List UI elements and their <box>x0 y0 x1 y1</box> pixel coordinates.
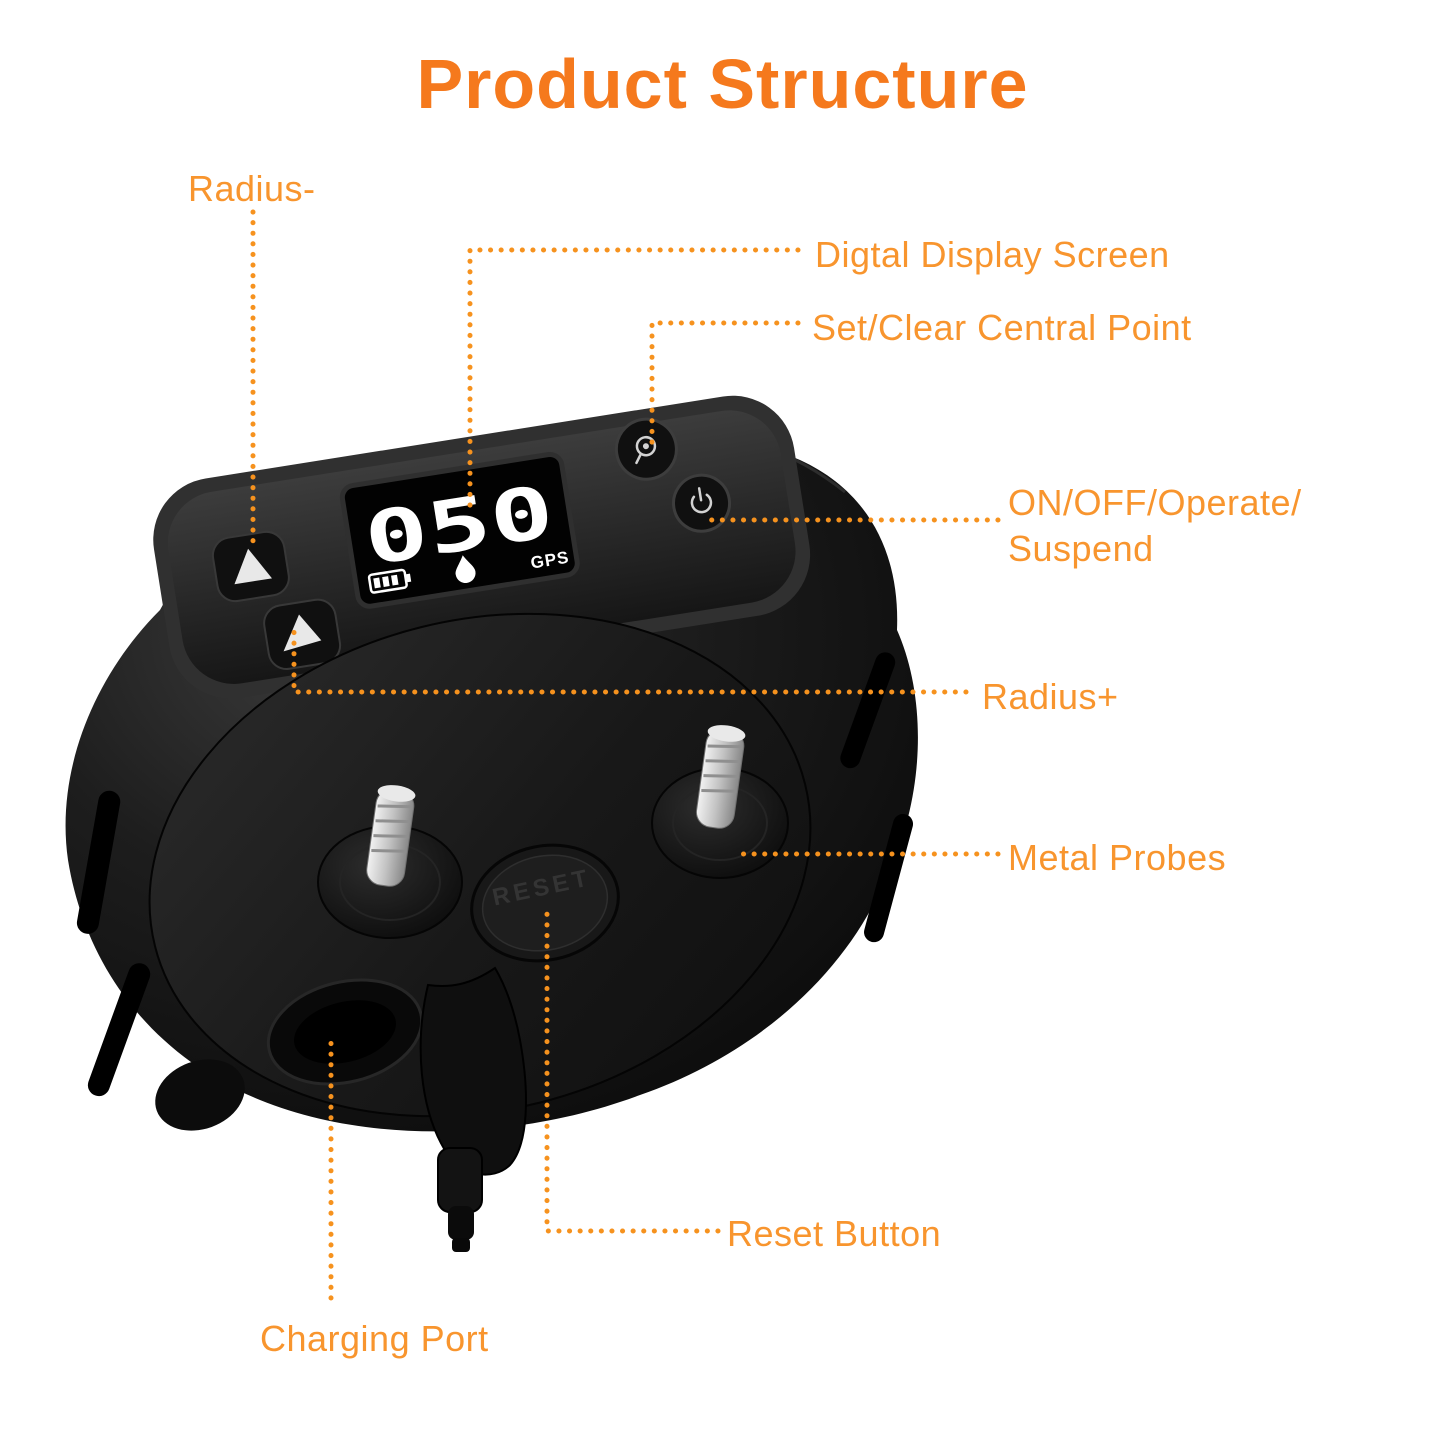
metal-probe-left <box>317 785 463 939</box>
page-title: Product Structure <box>416 45 1029 123</box>
label-radius-plus: Radius+ <box>982 676 1119 717</box>
top-control-panel: 050 GPS <box>153 395 811 699</box>
radius-minus-button <box>211 530 290 603</box>
set-clear-button <box>614 417 678 481</box>
label-metal-probes: Metal Probes <box>1008 837 1227 878</box>
leader-display <box>467 247 801 518</box>
power-button <box>672 473 732 533</box>
charging-port-device <box>266 978 424 1086</box>
reset-button-device: RESET <box>470 843 620 963</box>
screw-left <box>366 785 416 887</box>
label-display-screen: Digtal Display Screen <box>815 234 1170 275</box>
label-on-off-operate-suspend: ON/OFF/Operate/ Suspend <box>1008 482 1302 570</box>
display-screen: 050 GPS <box>339 451 580 609</box>
label-set-clear-central-point: Set/Clear Central Point <box>812 307 1192 348</box>
screw-right <box>695 725 746 829</box>
rubber-plug <box>419 966 527 1252</box>
battery-icon <box>367 568 412 594</box>
power-icon <box>690 487 713 514</box>
up-triangle-icon <box>234 548 272 585</box>
left-strap-slot-upper <box>76 790 121 934</box>
left-strap-slot-lower <box>87 963 151 1097</box>
leader-reset <box>544 905 721 1234</box>
body-bottom-shadow <box>155 1059 245 1131</box>
droplet-icon <box>455 555 476 583</box>
label-charging-port: Charging Port <box>260 1318 489 1359</box>
right-strap-slot-lower <box>864 813 914 943</box>
label-radius-minus: Radius- <box>188 168 316 209</box>
leader-radius-plus <box>291 625 969 695</box>
label-reset-button: Reset Button <box>727 1213 942 1254</box>
right-strap-slot-upper <box>840 652 896 769</box>
metal-probe-right <box>651 725 789 879</box>
leader-lines <box>250 209 1001 1301</box>
leader-set-clear <box>649 320 801 453</box>
target-icon <box>635 435 657 465</box>
